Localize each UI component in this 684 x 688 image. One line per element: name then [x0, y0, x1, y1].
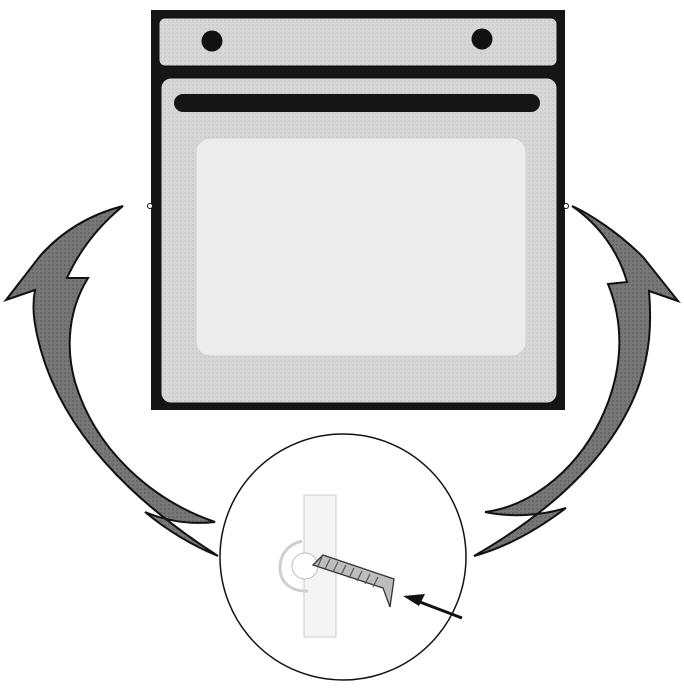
pointer-arrow-icon: [403, 594, 463, 620]
detail-circle: [219, 433, 467, 681]
left-knob-icon: [201, 30, 223, 52]
left-arrow-shape: [3, 205, 219, 557]
curved-arrow-left-icon: [3, 205, 219, 557]
door-window: [195, 137, 527, 357]
door-handle: [174, 94, 540, 112]
right-arrow-shape: [473, 205, 681, 557]
bracket-curve: [278, 539, 309, 593]
right-knob-icon: [471, 28, 493, 50]
curved-arrow-right-icon: [473, 205, 681, 557]
right-hinge-point: [563, 203, 569, 209]
magnified-detail-icon: [219, 433, 467, 681]
screw-icon: [311, 554, 395, 608]
left-hinge-point: [147, 203, 153, 209]
oven-top-panel: [158, 17, 558, 67]
oven-icon: [147, 10, 569, 410]
